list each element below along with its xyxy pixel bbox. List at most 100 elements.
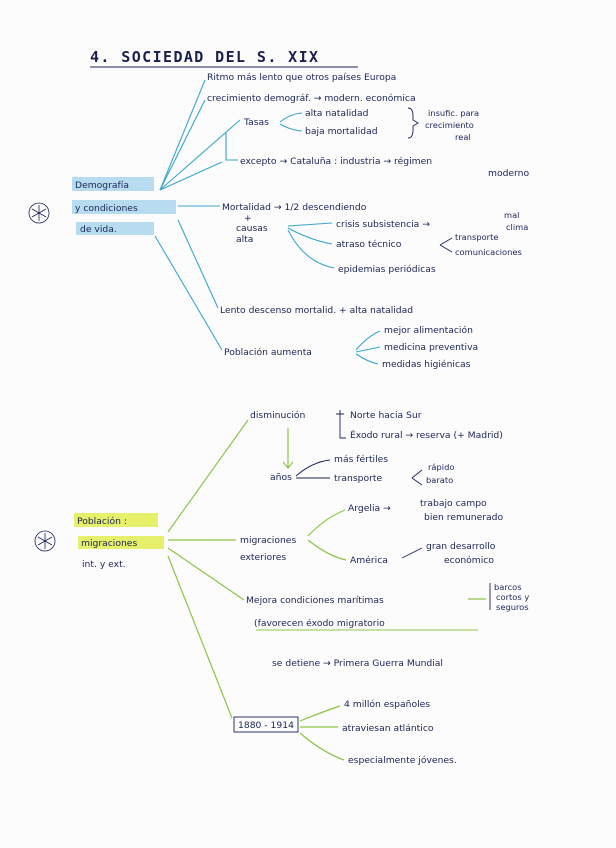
- mortalidad-plus: +: [244, 213, 252, 224]
- brace: [407, 107, 419, 139]
- asterisk-icon: [34, 530, 56, 552]
- connector: [154, 235, 223, 351]
- branch-anos: años: [270, 472, 292, 483]
- tasas-result-line1: insufic. para: [428, 108, 479, 118]
- bracket: [336, 410, 346, 439]
- central-label-line2: migraciones: [81, 538, 137, 549]
- mortalidad-alta: alta: [236, 234, 253, 245]
- central-highlight: [72, 177, 154, 191]
- arrow-fork: [295, 459, 331, 479]
- branch-excepto-line2: moderno: [488, 168, 529, 179]
- branch-crecimiento: crecimiento demográf. → modern. económic…: [207, 93, 416, 104]
- mejora-note-3: seguros: [496, 602, 529, 612]
- branch-se-detiene: se detiene → Primera Guerra Mundial: [272, 658, 443, 669]
- central-label-line3: de vida.: [80, 224, 117, 235]
- migracion-america: América: [350, 555, 388, 566]
- central-highlight: [72, 200, 176, 214]
- connector: [299, 732, 345, 761]
- dates-item-2: atraviesan atlántico: [342, 723, 434, 734]
- connector: [287, 227, 333, 245]
- branch-migraciones-ext: migraciones: [240, 535, 296, 546]
- connector: [355, 346, 381, 353]
- dates-item-3: especialmente jóvenes.: [348, 755, 457, 766]
- branch-ritmo: Ritmo más lento que otros países Europa: [207, 72, 396, 83]
- mejora-note-1: barcos: [494, 582, 522, 592]
- arrow-fork: [439, 237, 453, 253]
- central-label-line3: int. y ext.: [82, 559, 126, 570]
- connector: [279, 112, 303, 123]
- arrow-fork: [411, 469, 423, 486]
- connector: [167, 547, 245, 601]
- tasas-result-line3: real: [455, 132, 471, 142]
- section-migraciones: Población : migraciones int. y ext. dism…: [34, 410, 529, 766]
- migracion-argelia: Argelia →: [348, 503, 391, 514]
- causa-atraso: atraso técnico: [336, 239, 402, 250]
- section-demografia: Demografía y condiciones de vida. Ritmo …: [28, 72, 529, 370]
- argelia-note-2: bien remunerado: [424, 512, 503, 523]
- anos-note-2: barato: [426, 475, 453, 485]
- branch-tasas: Tasas: [243, 117, 269, 128]
- anos-item-1: más fértiles: [334, 454, 388, 465]
- america-note-1: gran desarrollo: [426, 541, 496, 552]
- branch-dates: 1880 - 1914: [238, 720, 294, 731]
- disminucion-item-1: Norte hacia Sur: [350, 410, 422, 421]
- causa-atraso-note1: transporte: [455, 232, 498, 242]
- dates-item-1: 4 millón españoles: [344, 699, 430, 710]
- anos-item-2: transporte: [334, 473, 382, 484]
- argelia-note-1: trabajo campo: [420, 498, 487, 509]
- connector: [159, 99, 206, 191]
- tasas-result-line2: crecimiento: [425, 120, 474, 130]
- disminucion-item-2: Éxodo rural → reserva (+ Madrid): [350, 429, 503, 441]
- poblacion-item-3: medidas higiénicas: [382, 359, 471, 370]
- connector: [159, 161, 223, 191]
- central-label-line1: Población :: [77, 516, 127, 527]
- central-highlight: [74, 513, 158, 527]
- america-note-2: económico: [444, 555, 494, 566]
- connector: [167, 419, 249, 533]
- connector: [401, 547, 423, 559]
- connector: [159, 79, 206, 191]
- down-arrow: [282, 428, 294, 469]
- tasas-baja: baja mortalidad: [305, 126, 378, 137]
- causa-crisis-note2: clima: [506, 222, 528, 232]
- central-highlight: [78, 536, 164, 549]
- central-label-line1: Demografía: [75, 180, 129, 191]
- connector: [287, 229, 335, 269]
- branch-mejora: Mejora condiciones marítimas: [246, 595, 384, 606]
- connector: [355, 353, 379, 365]
- connector: [307, 539, 347, 561]
- branch-migraciones-ext-line2: exteriores: [240, 552, 286, 563]
- mortalidad-causas: causas: [236, 223, 268, 234]
- connector: [355, 330, 381, 351]
- connector: [279, 123, 303, 132]
- tasas-alta: alta natalidad: [305, 108, 368, 119]
- central-highlight: [76, 222, 154, 235]
- connector: [307, 509, 346, 537]
- connector: [177, 219, 219, 309]
- page-title: 4. SOCIEDAD DEL S. XIX: [90, 48, 319, 66]
- branch-disminucion: disminución: [250, 410, 306, 421]
- causa-crisis-note1: mal: [504, 210, 519, 220]
- connector: [299, 705, 341, 722]
- asterisk-icon: [28, 202, 50, 224]
- connector: [159, 119, 241, 191]
- branch-excepto: excepto → Cataluña : industria → régimen: [240, 156, 432, 167]
- connector: [167, 555, 233, 719]
- mejora-sub: (favorecen éxodo migratorio: [254, 618, 385, 629]
- anos-note-1: rápido: [428, 462, 454, 472]
- causa-epidemias: epidemias periódicas: [338, 264, 436, 275]
- connector: [225, 132, 238, 161]
- branch-mortalidad: Mortalidad → 1/2 descendiendo: [222, 202, 367, 213]
- branch-lento: Lento descenso mortalid. + alta natalida…: [220, 305, 413, 316]
- central-label-line2: y condiciones: [75, 203, 138, 214]
- branch-poblacion: Población aumenta: [224, 347, 312, 358]
- mejora-note-2: cortos y: [496, 592, 529, 602]
- causa-atraso-note2: comunicaciones: [455, 247, 522, 257]
- date-box: [233, 716, 299, 733]
- poblacion-item-2: medicina preventiva: [384, 342, 478, 353]
- connector: [287, 222, 333, 227]
- poblacion-item-1: mejor alimentación: [384, 325, 473, 336]
- causa-crisis: crisis subsistencia →: [336, 219, 430, 230]
